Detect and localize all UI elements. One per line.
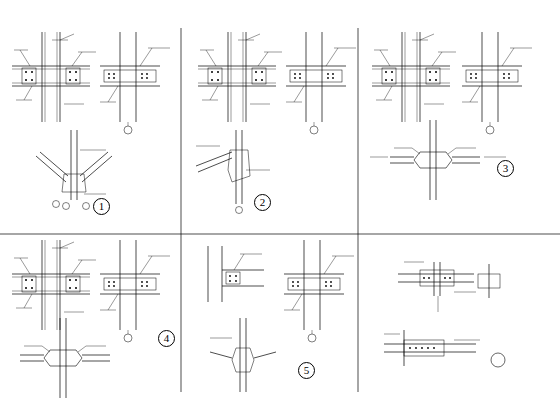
callout-number: 5: [304, 365, 310, 376]
callout-number: 1: [99, 201, 105, 212]
callout-number: 3: [503, 163, 509, 174]
callout-circle: 1: [93, 198, 110, 215]
callout-number: 2: [260, 197, 266, 208]
callout-circle: 5: [298, 362, 315, 379]
callout-number: 4: [164, 333, 170, 344]
callout-circle: 4: [158, 330, 175, 347]
callout-circle: 2: [254, 194, 271, 211]
callout-circle: 3: [497, 160, 514, 177]
